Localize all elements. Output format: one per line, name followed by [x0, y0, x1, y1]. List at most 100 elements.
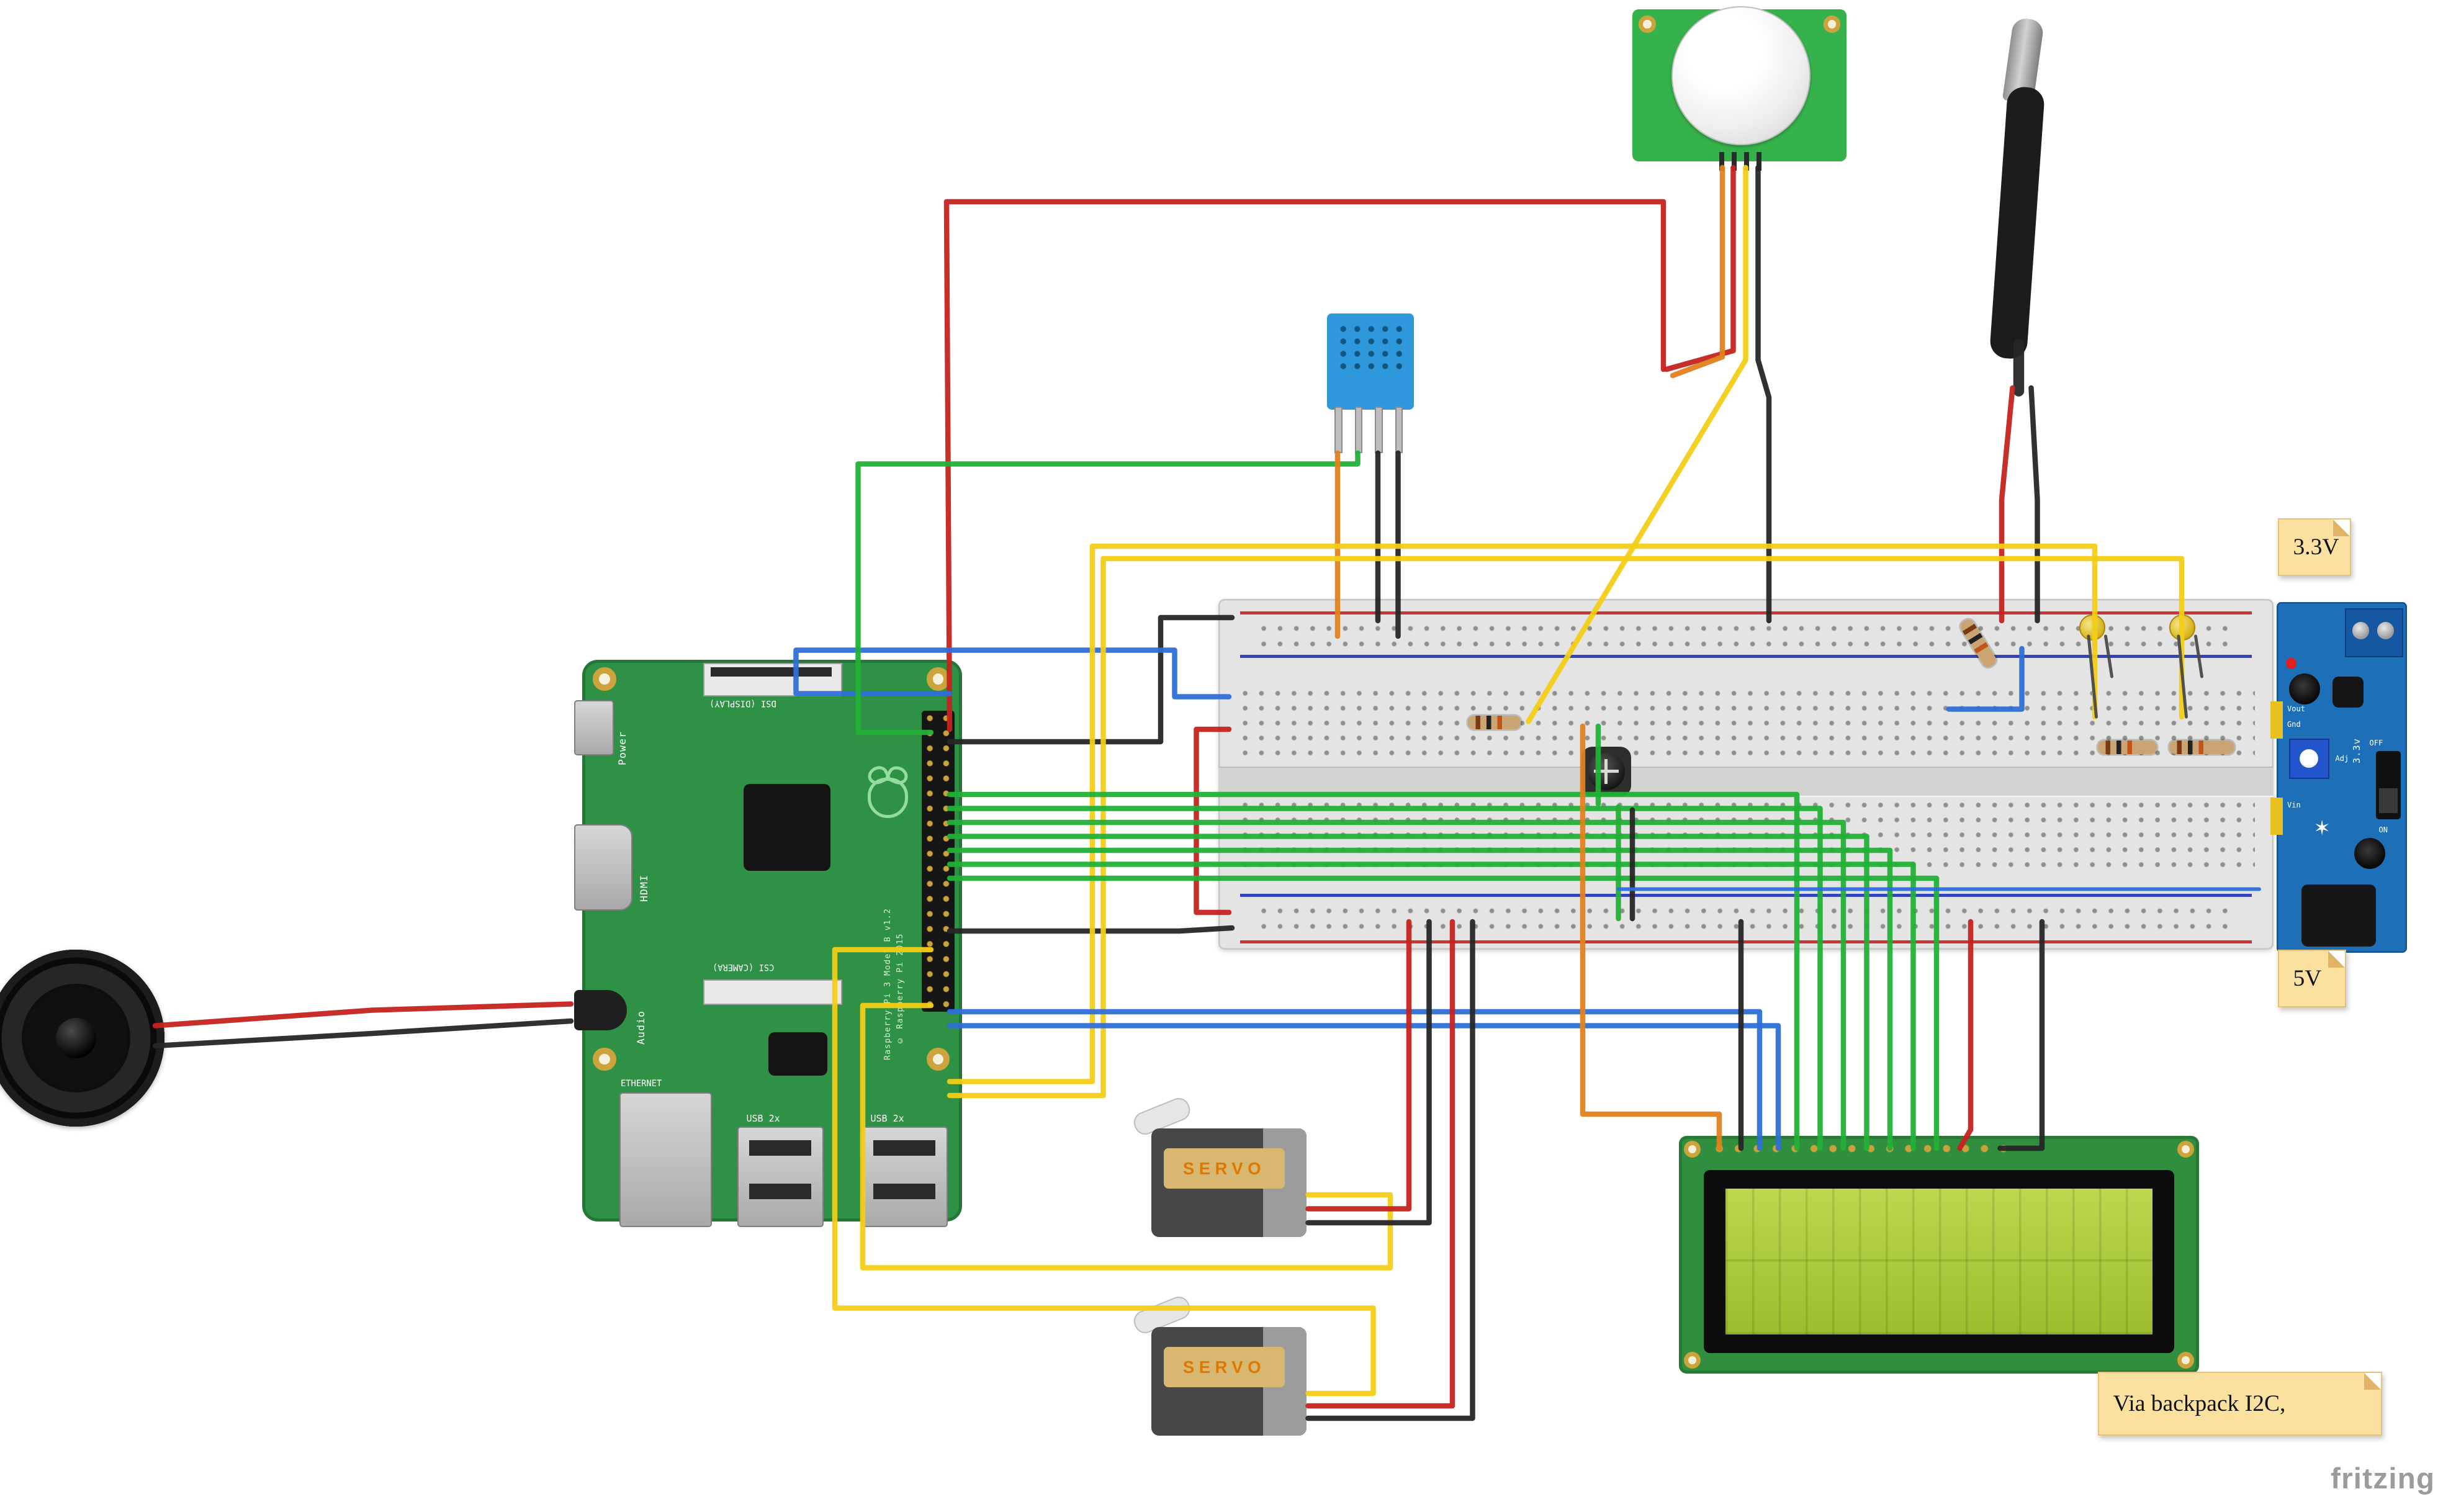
- wire-lcd-data-green-1[interactable]: [947, 791, 1800, 1151]
- wire-dht-data-green[interactable]: [855, 450, 1361, 736]
- pi-ethernet-port[interactable]: [619, 1092, 712, 1227]
- wire-lcd-black-right[interactable]: [1997, 919, 2045, 1151]
- note-5v[interactable]: 5V: [2278, 950, 2346, 1007]
- wire-servo2-power-red[interactable]: [1305, 919, 1455, 1409]
- servo-label-plate: SERVO: [1164, 1148, 1285, 1189]
- pi-gpio-header[interactable]: [922, 711, 955, 1012]
- terminal-screw[interactable]: [2352, 622, 2369, 639]
- lcd-16x2-display[interactable]: [1679, 1136, 2199, 1374]
- pi-usb-port-1[interactable]: [737, 1127, 824, 1227]
- breadboard-negative-rail-line-bottom: [1239, 894, 2252, 897]
- wire-servo2-gnd-black[interactable]: [1305, 919, 1475, 1421]
- lcd-mount-hole: [1683, 1351, 1701, 1369]
- wire-servo2-signal-yellow[interactable]: [832, 947, 1376, 1397]
- wire-probe-wire-black[interactable]: [2028, 385, 2040, 624]
- power-led: [2285, 658, 2296, 669]
- fritzing-watermark: fritzing: [2331, 1462, 2436, 1495]
- regulator-chip: [2332, 677, 2364, 708]
- wire-led1-leg-a[interactable]: [2087, 634, 2098, 719]
- dsi-ribbon-slot: [710, 667, 832, 677]
- wire-pi-breadboard-blue[interactable]: [793, 647, 1232, 700]
- dht11-vents: [1336, 323, 1405, 376]
- wire-pir-signal-yellow[interactable]: [1526, 164, 1748, 724]
- resistor[interactable]: [2169, 740, 2234, 754]
- pir-motion-sensor[interactable]: [1632, 6, 1846, 171]
- breadboard-upper-holes[interactable]: [1236, 686, 2255, 760]
- wire-lcd-orange[interactable]: [1580, 723, 1722, 1151]
- servo-motor-1[interactable]: SERVO: [1130, 1094, 1319, 1265]
- wire-lcd-data-green-2[interactable]: [947, 806, 1823, 1151]
- note-i2c[interactable]: Via backpack I2C,: [2098, 1372, 2382, 1436]
- pi-usb2-label: USB 2x: [870, 1112, 904, 1124]
- pir-mount-hole: [1639, 16, 1656, 33]
- pi-mount-hole: [926, 1047, 950, 1071]
- potentiometer[interactable]: [1581, 746, 1631, 796]
- gnd-label: Gnd: [2287, 720, 2301, 729]
- wire-led2-leg-b[interactable]: [2194, 634, 2203, 678]
- pir-pin[interactable]: [1732, 152, 1737, 171]
- wire-speaker-wire-black[interactable]: [152, 1018, 574, 1049]
- pi-hdmi-port[interactable]: [574, 824, 632, 911]
- wire-lcd-data-green-4[interactable]: [947, 834, 1869, 1151]
- note-i2c-text: Via backpack I2C,: [2113, 1390, 2286, 1416]
- wire-lcd-red[interactable]: [1957, 919, 1974, 1151]
- terminal-block[interactable]: [2344, 608, 2403, 657]
- speaker[interactable]: [0, 950, 164, 1127]
- wire-servo1-power-red[interactable]: [1305, 919, 1412, 1212]
- wire-pi-breadboard-black-top[interactable]: [947, 614, 1235, 745]
- header-pins-vout[interactable]: [2270, 701, 2283, 739]
- resistor[interactable]: [2098, 740, 2157, 754]
- pi-micro-usb-power-port[interactable]: [574, 700, 614, 755]
- header-pins-vin[interactable]: [2270, 798, 2283, 835]
- power-switch[interactable]: [2375, 751, 2401, 819]
- note-3v3[interactable]: 3.3V: [2278, 518, 2351, 576]
- breadboard-top-rail-holes[interactable]: [1255, 621, 2236, 652]
- wire-led1-leg-b[interactable]: [2104, 634, 2113, 678]
- wire-led2-leg-a[interactable]: [2177, 634, 2188, 719]
- wire-pi-breadboard-black-bottom[interactable]: [947, 925, 1235, 934]
- servo-motor-2[interactable]: SERVO: [1130, 1293, 1319, 1464]
- usb-slot: [873, 1184, 935, 1199]
- pir-mount-hole: [1823, 16, 1840, 33]
- raspberry-pi-board[interactable]: Power HDMI Audio DSI (DISPLAY) CSI (CAME…: [574, 659, 962, 1227]
- wire-lcd-data-green-5[interactable]: [947, 847, 1893, 1151]
- pir-pin[interactable]: [1744, 152, 1749, 171]
- pi-usb-port-2[interactable]: [861, 1127, 948, 1227]
- lcd-mount-hole: [2177, 1140, 2194, 1158]
- wire-pir-lead-red[interactable]: [1663, 164, 1736, 372]
- pi-audio-jack[interactable]: [574, 990, 627, 1030]
- capacitor: [2288, 673, 2320, 704]
- terminal-screw[interactable]: [2377, 622, 2394, 639]
- pi-csi-connector[interactable]: [703, 979, 842, 1005]
- pi-dsi-connector[interactable]: [703, 662, 842, 696]
- pi-mount-hole: [926, 667, 950, 691]
- breadboard-bottom-rail-holes[interactable]: [1255, 903, 2236, 934]
- potentiometer-knob[interactable]: [1587, 752, 1625, 790]
- wire-pir-gnd-black[interactable]: [1755, 164, 1772, 624]
- pir-fresnel-dome: [1671, 6, 1811, 145]
- wire-breadboard-blue-right[interactable]: [1946, 646, 2025, 712]
- usb-slot: [873, 1140, 935, 1156]
- wire-lcd-data-green-6[interactable]: [947, 862, 1916, 1151]
- wire-i2c-scl-blue[interactable]: [947, 1023, 1781, 1151]
- power-supply-module[interactable]: Vout Gnd 3.3v Adj OFF ON Vin ✶: [2270, 602, 2407, 953]
- wire-led-yellow-2[interactable]: [947, 556, 2185, 1099]
- wire-servo1-signal-yellow[interactable]: [860, 1002, 1393, 1271]
- wire-servo1-gnd-black[interactable]: [1305, 919, 1432, 1226]
- wire-speaker-wire-red[interactable]: [152, 1001, 574, 1028]
- lcd-bezel: [1704, 1170, 2174, 1353]
- wire-lcd-data-green-3[interactable]: [947, 819, 1846, 1151]
- wire-lcd-data-green-7[interactable]: [947, 875, 1940, 1151]
- dht11-sensor[interactable]: [1326, 313, 1414, 453]
- pir-pin[interactable]: [1757, 152, 1761, 171]
- wire-pir-lead-orange[interactable]: [1670, 164, 1725, 379]
- resistor[interactable]: [1468, 715, 1521, 729]
- barrel-jack[interactable]: [2301, 884, 2376, 947]
- raspberry-pi-logo: [867, 777, 908, 818]
- switch-knob[interactable]: [2378, 788, 2398, 813]
- pir-pin[interactable]: [1719, 152, 1724, 171]
- wire-i2c-sda-blue[interactable]: [947, 1009, 1763, 1151]
- wire-led-yellow-1[interactable]: [947, 543, 2098, 1084]
- adjust-trimpot[interactable]: [2288, 739, 2329, 779]
- wire-probe-wire-red[interactable]: [1999, 385, 2015, 624]
